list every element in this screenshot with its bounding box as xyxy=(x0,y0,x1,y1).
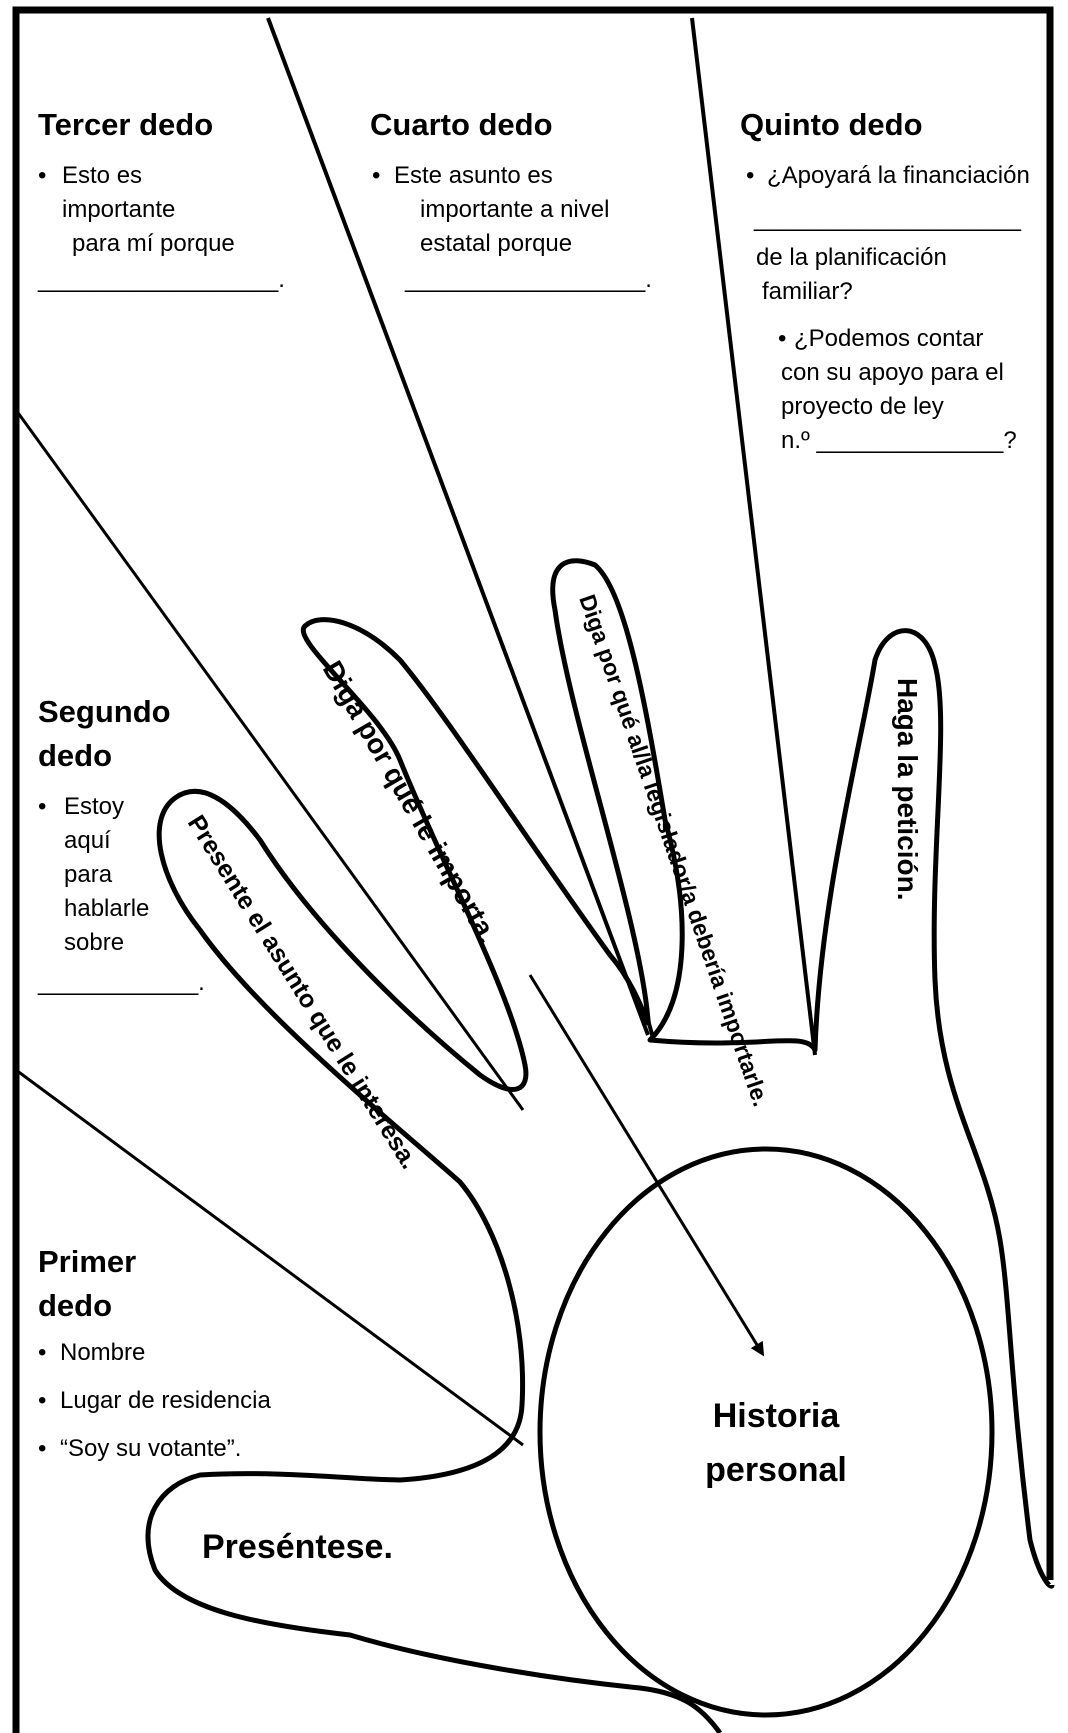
middle-finger-label: Diga por qué al/la legislador/a debería … xyxy=(574,591,774,1109)
hand-outline xyxy=(145,558,1055,1733)
segundo-bullet: • xyxy=(38,793,46,820)
segundo-line-2: aquí xyxy=(64,827,111,854)
quinto-dedo-title: Quinto dedo xyxy=(740,107,923,142)
segundo-dedo-title-2: dedo xyxy=(38,738,112,773)
ring-finger-label: Diga por qué le importa. xyxy=(317,656,504,949)
quinto-bullet: • xyxy=(746,162,754,189)
tercer-bullet: • xyxy=(38,162,46,189)
primer-bullet-3: • xyxy=(38,1435,46,1462)
segundo-dedo-title-1: Segundo xyxy=(38,694,171,729)
segundo-line-3: para xyxy=(64,861,113,888)
tercer-blank: __________________. xyxy=(37,266,285,293)
segundo-blank: ____________. xyxy=(37,969,205,996)
index-finger-label: Haga la petición. xyxy=(892,678,923,901)
tercer-line-3: para mí porque xyxy=(72,230,235,257)
quinto-q2-line-1: ¿Podemos contar xyxy=(794,325,983,352)
segundo-line-5: sobre xyxy=(64,929,124,956)
segundo-line-1: Estoy xyxy=(64,793,124,820)
quinto-q2-line-3: proyecto de ley xyxy=(781,393,944,420)
tercer-line-1: Esto es xyxy=(62,162,142,189)
quinto-line-1: ¿Apoyará la financiación xyxy=(767,162,1030,189)
thumb-label: Preséntese. xyxy=(202,1528,393,1566)
segundo-line-4: hablarle xyxy=(64,895,149,922)
cuarto-blank: __________________. xyxy=(404,266,652,293)
finger-gap-ring-middle xyxy=(646,1019,655,1042)
primer-item-2: Lugar de residencia xyxy=(60,1387,271,1414)
quinto-blank: ____________________ xyxy=(753,205,1022,232)
quinto-q2-line-4: n.º ______________? xyxy=(781,427,1017,454)
cuarto-dedo-title: Cuarto dedo xyxy=(370,107,553,142)
primer-dedo-title-1: Primer xyxy=(38,1244,136,1279)
divider-line-tercer-cuarto xyxy=(266,17,650,1036)
primer-bullet-1: • xyxy=(38,1339,46,1366)
quinto-line-3: familiar? xyxy=(762,278,853,305)
quinto-line-2: de la planificación xyxy=(756,244,947,271)
quinto-bullet-2: • xyxy=(778,325,786,352)
divider-line-cuarto-quinto xyxy=(690,17,817,1056)
divider-line-segundo-tercer xyxy=(14,409,525,1111)
cuarto-line-2: importante a nivel xyxy=(420,196,609,223)
primer-dedo-title-2: dedo xyxy=(38,1288,112,1323)
tercer-dedo-title: Tercer dedo xyxy=(38,107,213,142)
palm-label-line-1: Historia xyxy=(713,1397,841,1435)
primer-item-3: “Soy su votante”. xyxy=(60,1435,241,1462)
quinto-q2-line-2: con su apoyo para el xyxy=(781,359,1004,386)
palm-circle xyxy=(537,1146,995,1718)
divider-line-primer-segundo xyxy=(15,1068,524,1447)
tercer-line-2: importante xyxy=(62,196,175,223)
frame-border xyxy=(12,6,1054,1733)
cuarto-line-1: Este asunto es xyxy=(394,162,553,189)
primer-bullet-2: • xyxy=(38,1387,46,1414)
primer-item-1: Nombre xyxy=(60,1339,145,1366)
palm-label-line-2: personal xyxy=(705,1451,847,1489)
cuarto-bullet: • xyxy=(372,162,380,189)
cuarto-line-3: estatal porque xyxy=(420,230,572,257)
arrow-to-palm xyxy=(528,974,765,1357)
